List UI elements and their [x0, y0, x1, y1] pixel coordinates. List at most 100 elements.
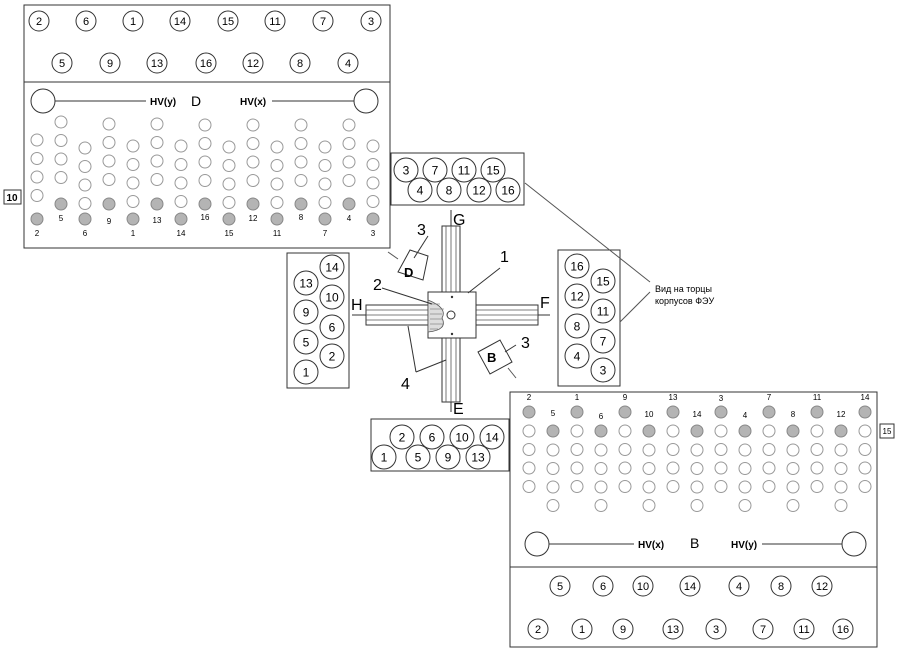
top-pmt-label: 15 — [225, 229, 234, 238]
channel-number: 11 — [597, 304, 610, 318]
bottom-board-pmt-panel — [509, 391, 878, 568]
bottom-pmt-column — [642, 424, 656, 512]
pmt-active — [222, 212, 236, 226]
pmt-slot — [342, 118, 356, 132]
pmt-channel-circle — [51, 52, 73, 74]
pmt-channel-circle — [293, 270, 319, 296]
pmt-slot — [570, 443, 584, 456]
channel-number: 1 — [381, 450, 388, 464]
top-pmt-column — [270, 140, 284, 226]
pmt-channel-circle — [793, 618, 815, 640]
pmt-channel-circle — [360, 10, 382, 32]
channel-number: 14 — [485, 430, 499, 444]
pmt-slot — [102, 117, 116, 131]
top-pmt-column — [102, 117, 116, 211]
channel-number: 5 — [303, 335, 310, 349]
pmt-slot — [294, 174, 308, 187]
top-pmt-column — [222, 140, 236, 226]
bottom-end-6: 6 — [419, 424, 445, 450]
pmt-channel-circle — [832, 618, 854, 640]
leader-4b — [415, 359, 447, 373]
pmt-channel-circle — [319, 314, 345, 340]
channel-number: 6 — [329, 320, 336, 334]
hv-connector-right — [353, 88, 379, 114]
cross-label-E: E — [453, 401, 464, 418]
bottom-connector-16: 16 — [832, 618, 854, 640]
pmt-slot — [570, 424, 584, 438]
pmt-channel-circle — [75, 10, 97, 32]
top-end-3: 3 — [393, 157, 419, 183]
left-end-5: 5 — [293, 329, 319, 355]
pmt-active — [30, 212, 44, 226]
bottom-pmt-column — [570, 405, 584, 493]
channel-number: 5 — [557, 581, 563, 593]
pmt-slot — [78, 141, 92, 155]
top-pmt-label: 14 — [177, 229, 186, 238]
channel-number: 9 — [303, 305, 310, 319]
channel-number: 3 — [713, 624, 719, 636]
bottom-side-tag — [879, 423, 895, 439]
pmt-slot — [714, 443, 728, 456]
top-pmt-label: 3 — [371, 229, 376, 238]
pmt-channel-circle — [419, 424, 445, 450]
channel-number: 2 — [399, 430, 406, 444]
leader-3-bottom — [504, 344, 517, 353]
channel-number: 3 — [368, 16, 374, 28]
bottom-pmt-label: 14 — [861, 393, 870, 402]
leader-3-top — [413, 235, 429, 259]
pmt-slot — [246, 174, 260, 187]
channel-number: 2 — [329, 349, 336, 363]
pmt-channel-circle — [592, 575, 614, 597]
pmt-slot — [690, 462, 704, 475]
pmt-slot — [270, 177, 284, 191]
pmt-channel-circle — [705, 618, 727, 640]
left-end-6: 6 — [319, 314, 345, 340]
left-end-10: 10 — [319, 284, 345, 310]
pmt-slot — [738, 462, 752, 475]
bottom-pmt-column — [762, 405, 776, 493]
pmt-active — [246, 197, 260, 211]
channel-number: 7 — [600, 334, 607, 348]
channel-number: 7 — [760, 624, 766, 636]
pmt-slot — [642, 480, 656, 494]
pmt-slot — [222, 140, 236, 154]
top-pmt-label: 2 — [35, 229, 40, 238]
pmt-slot — [834, 480, 848, 494]
bottom-side-tag-label: 15 — [883, 427, 892, 436]
pmt-slot — [318, 177, 332, 191]
pmt-slot — [666, 443, 680, 456]
end-view-note: Вид на торцы корпусов ФЭУ — [524, 182, 715, 323]
channel-number: 9 — [107, 58, 113, 70]
top-pmt-column — [246, 118, 260, 211]
channel-number: 15 — [222, 16, 234, 28]
top-end-15: 15 — [480, 157, 506, 183]
pmt-slot — [366, 139, 380, 153]
pmt-slot — [270, 140, 284, 154]
pmt-slot — [546, 462, 560, 475]
bottom-end-14: 14 — [479, 424, 505, 450]
pmt-slot — [714, 480, 728, 493]
pmt-slot — [318, 159, 332, 172]
beam-spot — [446, 310, 456, 320]
channel-number: 12 — [247, 58, 259, 70]
bottom-connector-8: 8 — [770, 575, 792, 597]
left-end-13: 13 — [293, 270, 319, 296]
top-connector-9: 9 — [99, 52, 121, 74]
pmt-slot — [786, 499, 800, 512]
top-end-16: 16 — [495, 177, 521, 203]
pmt-active — [342, 197, 356, 211]
top-end-12: 12 — [466, 177, 492, 203]
pmt-active — [78, 212, 92, 226]
pmt-slot — [126, 195, 140, 208]
callout-3-bottom: 3 — [521, 335, 530, 352]
pmt-slot — [714, 424, 728, 438]
pmt-channel-circle — [122, 10, 144, 32]
leader-4a — [407, 325, 417, 373]
pmt-slot — [738, 443, 752, 457]
bottom-pmt-column — [834, 424, 848, 512]
channel-number: 11 — [269, 16, 280, 28]
channel-number: 4 — [417, 183, 424, 197]
channel-number: 4 — [345, 58, 351, 70]
pmt-active — [738, 424, 752, 438]
